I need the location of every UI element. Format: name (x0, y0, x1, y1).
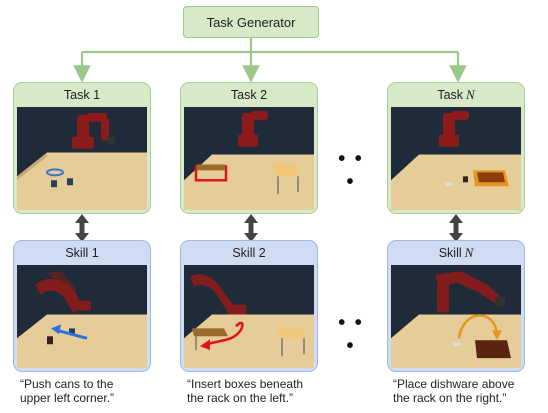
skill-card-n-label: Skill (438, 246, 462, 260)
generator-connectors (73, 38, 467, 83)
skill-card-1-label: Skill 1 (65, 246, 99, 260)
task-card-2: Task 2 (180, 82, 318, 214)
double-arrow-icon (449, 214, 463, 242)
double-arrow-icon (244, 214, 258, 242)
skill-2-caption-line-2: the rack on the left.” (187, 391, 294, 405)
task-row-ellipsis: • • • (338, 148, 364, 193)
task-n-scene-image (391, 107, 521, 210)
skill-card-2-label: Skill 2 (232, 246, 266, 260)
double-arrow-icon (75, 214, 89, 242)
task-card-n-index: N (466, 87, 475, 102)
skill-1-scene-image (17, 265, 147, 368)
skill-card-n: Skill N (387, 240, 525, 372)
skill-n-scene-image (391, 265, 521, 368)
task-card-n: Task N (387, 82, 525, 214)
skill-1-caption-line-2: upper left corner.” (20, 391, 115, 405)
skill-2-scene-image (184, 265, 314, 368)
task-generator-label: Task Generator (206, 14, 296, 30)
skill-n-caption: “Place dishware above the rack on the ri… (393, 377, 548, 405)
skill-card-1: Skill 1 (13, 240, 151, 372)
skill-1-caption-line-1: “Push cans to the (20, 377, 114, 391)
task-generator-box: Task Generator (183, 6, 319, 38)
skill-row-ellipsis: • • • (338, 312, 364, 357)
skill-card-n-index: N (464, 245, 474, 260)
task-skill-connectors (75, 214, 463, 242)
skill-card-2: Skill 2 (180, 240, 318, 372)
task-card-2-label: Task 2 (230, 88, 268, 102)
task-card-1-label: Task 1 (63, 88, 101, 102)
skill-n-caption-line-2: the rack on the right.” (393, 391, 507, 405)
task-card-1: Task 1 (13, 82, 151, 214)
task-card-n-label: Task (437, 88, 464, 102)
task-2-scene-image (184, 107, 314, 210)
skill-n-caption-line-1: “Place dishware above (393, 377, 515, 391)
task-1-scene-image (17, 107, 147, 210)
skill-1-caption: “Push cans to the upper left corner.” (20, 377, 180, 405)
skill-2-caption-line-1: “Insert boxes beneath (187, 377, 304, 391)
skill-2-caption: “Insert boxes beneath the rack on the le… (187, 377, 347, 405)
